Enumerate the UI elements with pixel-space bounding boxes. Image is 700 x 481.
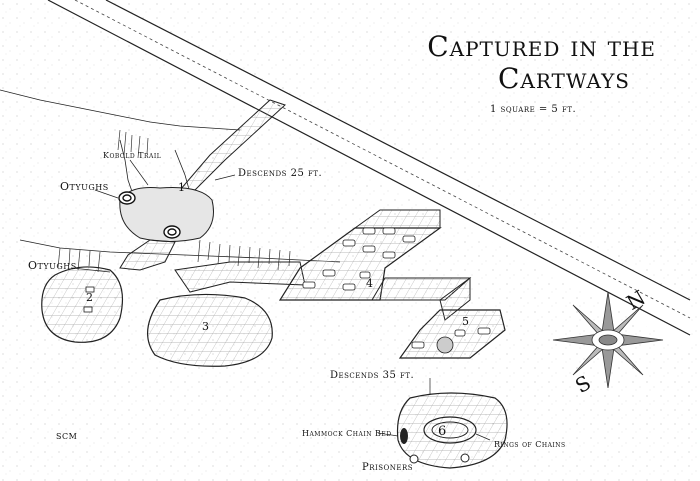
map-title-line-2: Cartways (497, 62, 630, 95)
room-5 (398, 309, 506, 359)
room-number-3: 3 (202, 320, 210, 333)
passage-lower (119, 239, 176, 271)
prisoner-marker-1 (409, 454, 419, 464)
label-hammock-chain-bed: Hammock Chain Bed (302, 429, 392, 438)
room-number-5: 5 (462, 315, 470, 328)
label-prisoners: Prisoners (362, 462, 414, 473)
compass-rose-icon (552, 291, 664, 389)
rings-of-chains-outer (423, 416, 477, 444)
room-5-props (411, 327, 491, 354)
rings-of-chains-inner (431, 421, 469, 439)
room-number-1: 1 (178, 181, 186, 194)
room-4-crates (302, 227, 416, 291)
room-number-2: 2 (86, 291, 94, 304)
label-kobold-trail: Kobold Trail (103, 151, 162, 160)
label-otyughs-1: Otyughs (60, 180, 109, 193)
room-1-cave (119, 187, 214, 242)
map-title-line-1: Captured in the (427, 30, 656, 63)
label-rings-of-chains: Rings of Chains (494, 440, 566, 449)
label-descends-35: Descends 35 ft. (330, 370, 415, 381)
room-2 (41, 266, 123, 343)
leader-lines (71, 159, 491, 441)
hammock-chain-bed (400, 428, 408, 444)
room-number-4: 4 (366, 277, 374, 290)
room-4-wing (353, 209, 441, 229)
room-3 (147, 293, 273, 367)
label-otyughs-2: Otyughs (28, 259, 77, 272)
signature: SCM (56, 432, 78, 441)
otyugh-markers (118, 191, 181, 239)
label-descends-25: Descends 25 ft. (238, 168, 323, 179)
room-number-6: 6 (438, 424, 447, 439)
prisoner-marker-2 (460, 453, 470, 463)
street (47, 0, 691, 350)
room-6-cave (396, 392, 508, 469)
map-scale: 1 square = 5 ft. (490, 104, 577, 115)
